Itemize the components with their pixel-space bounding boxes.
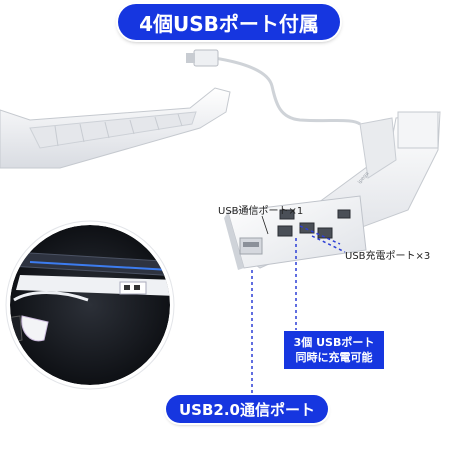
usb-charge-ports (277, 209, 351, 239)
charge-callout-line1: 3個 USBポート (293, 336, 375, 349)
bottom-banner: USB2.0通信ポート (166, 395, 328, 423)
callout-lines (251, 225, 346, 396)
usb-data-port-label: USB通信ポート×1 (218, 206, 304, 217)
usb-data-port (239, 237, 263, 255)
bottom-banner-text: USB2.0通信ポート (179, 400, 315, 419)
usb-hub: ipega (224, 171, 370, 270)
usb-charge-ports-label: USB充電ポート×3 (345, 251, 431, 262)
console-inset (5, 220, 175, 390)
label-leader (261, 215, 269, 235)
charge-callout-line2: 同時に充電可能 (295, 351, 373, 364)
title-text: 4個USBポート付属 (139, 11, 319, 36)
left-stand (0, 87, 231, 169)
charge-callout: 3個 USBポート 同時に充電可能 (284, 331, 384, 369)
title-banner: 4個USBポート付属 (118, 4, 340, 40)
usb-cable (186, 49, 361, 126)
